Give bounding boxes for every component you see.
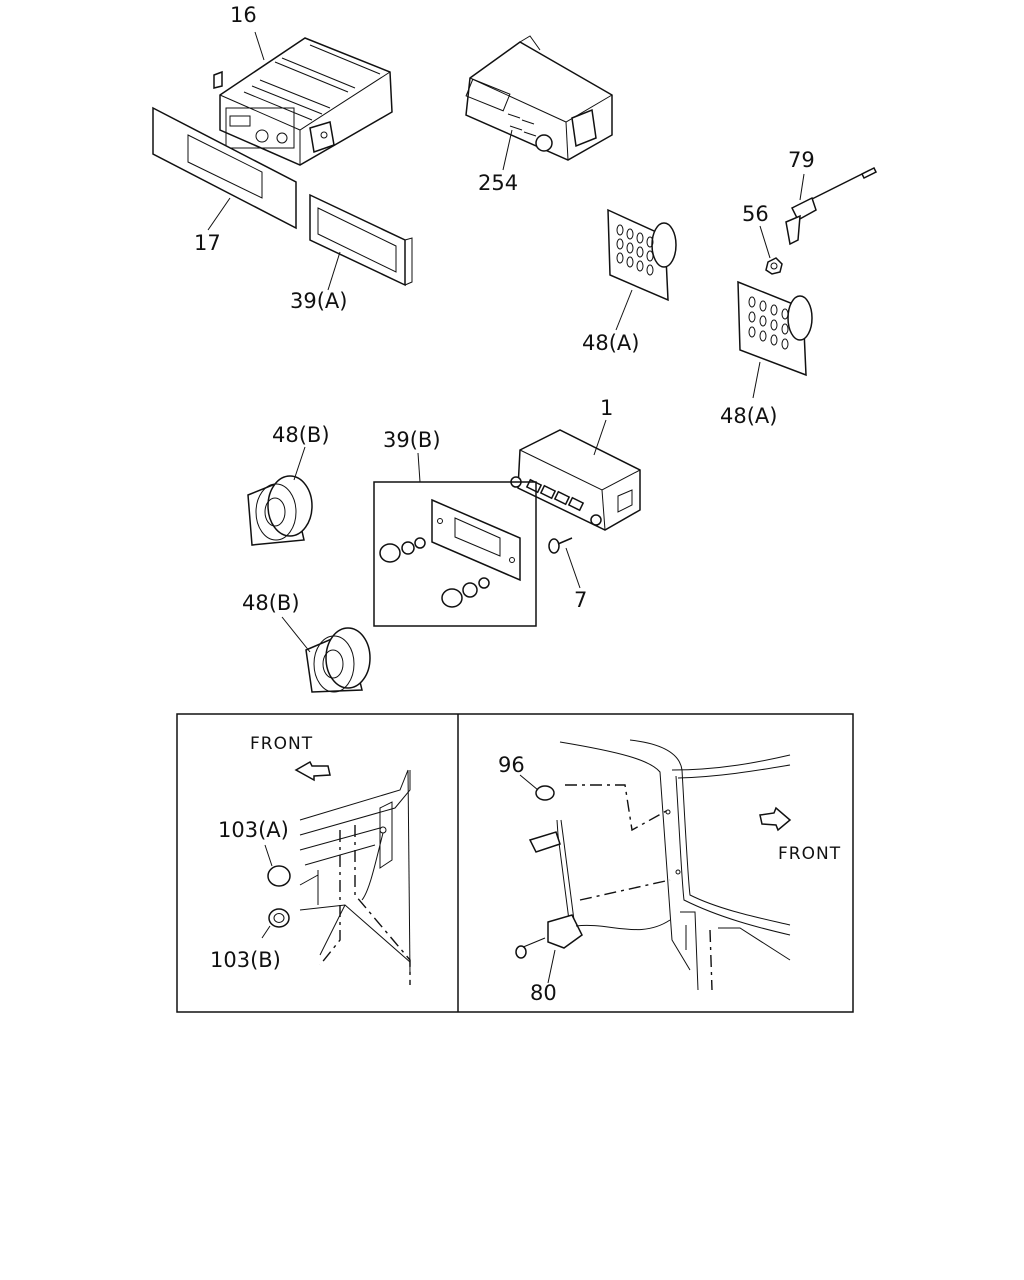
label-48b-2: 48(B) <box>242 591 300 615</box>
trim-plate-17 <box>152 106 297 230</box>
label-16: 16 <box>230 3 257 27</box>
label-80: 80 <box>530 981 557 1005</box>
bracket-39b-box <box>373 481 537 627</box>
speaker-48b-1 <box>247 475 313 546</box>
label-254: 254 <box>478 171 518 195</box>
right-front-label: FRONT <box>778 844 841 864</box>
inset-frame <box>176 713 854 1013</box>
leader-lines <box>207 31 805 653</box>
speaker-48a-1 <box>607 208 677 302</box>
left-inset-door-panel <box>261 760 411 985</box>
label-7: 7 <box>574 588 587 612</box>
label-56: 56 <box>742 202 769 226</box>
label-17: 17 <box>194 231 221 255</box>
left-front-label: FRONT <box>250 734 313 754</box>
label-1: 1 <box>600 396 613 420</box>
screw-7 <box>548 537 573 554</box>
label-48a-2: 48(A) <box>720 404 777 428</box>
label-39b: 39(B) <box>383 428 441 452</box>
right-inset-windshield <box>515 739 792 991</box>
label-39a: 39(A) <box>290 289 347 313</box>
speaker-48b-2 <box>305 627 371 693</box>
label-103a: 103(A) <box>218 818 289 842</box>
antenna-lead-79 <box>785 166 878 246</box>
radio-unit-254 <box>465 35 613 161</box>
arrow-front-left-icon <box>294 760 331 782</box>
label-48b-1: 48(B) <box>272 423 330 447</box>
bracket-39a <box>309 193 413 287</box>
nut-56 <box>765 257 783 275</box>
label-103b: 103(B) <box>210 948 281 972</box>
radio-unit-16 <box>213 37 393 166</box>
label-79: 79 <box>788 148 815 172</box>
label-96: 96 <box>498 753 525 777</box>
arrow-front-right-icon <box>759 806 792 832</box>
label-48a-1: 48(A) <box>582 331 639 355</box>
speaker-48a-2 <box>737 280 813 377</box>
switch-module-1 <box>510 429 641 531</box>
